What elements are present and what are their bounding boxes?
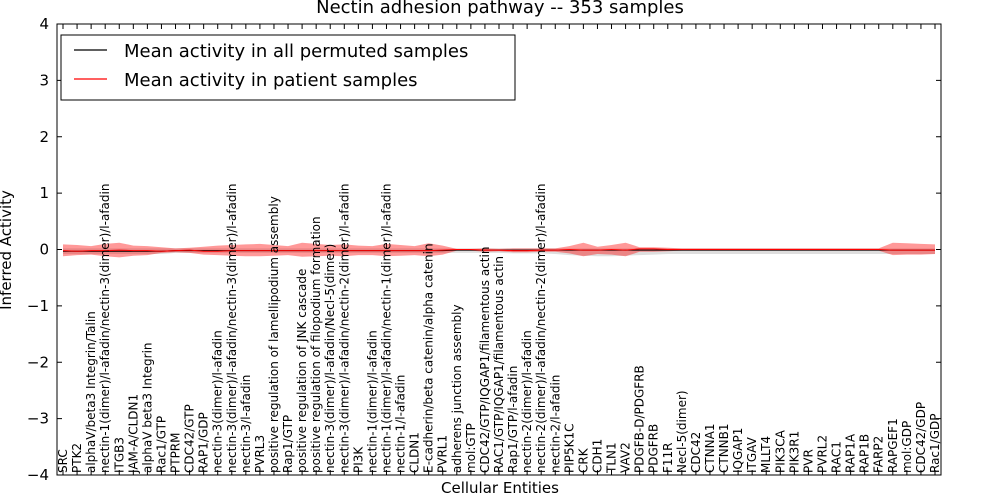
y-tick-label: −3 xyxy=(27,410,49,428)
x-tick-label: VAV2 xyxy=(619,442,633,473)
x-tick-label: PDGFB-D/PDGFRB xyxy=(633,365,647,473)
x-tick-label: ITGB3 xyxy=(112,437,126,473)
x-tick-label: nectin-3(dimer)/l-afadin/nectin-2(dimer)… xyxy=(337,184,351,473)
x-tick-label: CDC42/GTP/IQGAP1/filamentous actin xyxy=(478,247,492,473)
y-tick-label: 3 xyxy=(39,71,49,89)
x-tick-label: RAC1 xyxy=(830,441,844,473)
x-tick-label: ITGAV xyxy=(745,436,759,473)
x-tick-label: RAP1/GDP xyxy=(197,412,211,473)
y-tick-label: −2 xyxy=(27,353,49,371)
x-tick-label: mol:GDP xyxy=(900,421,914,473)
x-tick-label: nectin-3(dimer)/l-afadin xyxy=(211,330,225,473)
x-tick-label: RAPGEF1 xyxy=(886,418,900,473)
x-tick-label: mol:GTP xyxy=(464,423,478,473)
x-tick-label: PVRL2 xyxy=(816,435,830,473)
legend: Mean activity in all permuted samples Me… xyxy=(60,34,516,101)
y-tick-label: 1 xyxy=(39,184,49,202)
x-tick-label: nectin-3/l-afadin xyxy=(239,375,253,473)
x-tick-label: positive regulation of lamellipodium ass… xyxy=(267,196,281,473)
x-tick-label: nectin-2/l-afadin xyxy=(548,375,562,473)
x-tick-label: nectin-3(dimer)/l-afadin/Necl-5(dimer) xyxy=(323,244,337,473)
chart-title: Nectin adhesion pathway -- 353 samples xyxy=(316,0,684,18)
y-tick-label: 0 xyxy=(39,241,49,259)
x-tick-label: nectin-3(dimer)/l-afadin/nectin-3(dimer)… xyxy=(225,184,239,473)
x-tick-label: PVR xyxy=(801,449,815,473)
x-tick-label: PDGFRB xyxy=(647,424,661,473)
x-tick-label: PVRL1 xyxy=(436,435,450,473)
legend-box xyxy=(60,34,516,101)
y-axis-label: Inferred Activity xyxy=(0,190,15,310)
x-tick-label: MLLT4 xyxy=(759,436,773,473)
x-tick-label: nectin-2(dimer)/l-afadin/nectin-2(dimer)… xyxy=(534,184,548,473)
x-tick-label: positive regulation of filopodium format… xyxy=(309,216,323,473)
x-tick-label: Rac1/GDP xyxy=(928,414,942,473)
x-tick-label: alphaV/beta3 Integrin/Talin xyxy=(84,311,98,473)
legend-label-permuted: Mean activity in all permuted samples xyxy=(124,41,468,62)
x-tick-label: positive regulation of JNK cascade xyxy=(295,269,309,473)
x-tick-label: CDC42/GTP xyxy=(183,404,197,473)
x-tick-label: CTNNA1 xyxy=(703,423,717,473)
x-tick-label: FARP2 xyxy=(872,436,886,473)
x-tick-label: nectin-1(dimer)/l-afadin/nectin-1(dimer)… xyxy=(380,184,394,473)
x-tick-label: PIK3CA xyxy=(773,429,787,473)
x-tick-label: CTNNB1 xyxy=(717,423,731,473)
y-axis-ticks: −4 −3 −2 −1 0 1 2 3 4 xyxy=(27,15,941,484)
x-tick-label: CLDN1 xyxy=(408,432,422,473)
x-tick-label: nectin-1/l-afadin xyxy=(394,375,408,473)
x-tick-label: adherens junction assembly xyxy=(450,304,464,473)
line-series-1 xyxy=(62,248,935,252)
x-tick-label: JAM-A/CLDN1 xyxy=(126,394,140,474)
x-tick-label: Rap1/GTP xyxy=(281,415,295,473)
x-tick-label: RAC1/GTP/IQGAP1/filamentous actin xyxy=(492,256,506,473)
x-tick-label: CRK xyxy=(576,447,590,473)
x-tick-label: Rac1/GTP xyxy=(155,416,169,473)
series-lines xyxy=(62,248,935,252)
x-tick-label: nectin-1(dimer)/l-afadin/nectin-3(dimer)… xyxy=(98,184,112,473)
y-tick-label: −4 xyxy=(27,466,49,484)
legend-label-patient: Mean activity in patient samples xyxy=(124,70,418,91)
y-tick-label: 4 xyxy=(39,15,49,33)
x-tick-label: E-cadherin/beta catenin/alpha catenin xyxy=(422,243,436,473)
x-tick-label: nectin-2(dimer)/l-afadin xyxy=(520,330,534,473)
x-tick-label: SRC xyxy=(56,449,70,473)
x-tick-label: alphaV beta3 Integrin xyxy=(140,342,154,473)
x-tick-label: PVRL3 xyxy=(253,435,267,473)
x-tick-label: CDC42/GDP xyxy=(914,402,928,473)
x-tick-label: IQGAP1 xyxy=(731,428,745,473)
x-tick-label: TLN1 xyxy=(605,442,619,474)
x-tick-label: nectin-1(dimer)/l-afadin xyxy=(365,330,379,473)
y-tick-label: −1 xyxy=(27,297,49,315)
x-tick-label: F11R xyxy=(661,442,675,473)
x-tick-label: Rap1/GTP/l-afadin xyxy=(506,366,520,473)
x-tick-label: PTK2 xyxy=(70,443,84,473)
x-tick-label: Necl-5(dimer) xyxy=(675,390,689,473)
x-tick-label: RAP1A xyxy=(844,433,858,473)
x-tick-label: PI3K xyxy=(351,446,365,473)
x-tick-label: PIK3R1 xyxy=(787,431,801,473)
x-tick-label: CDC42 xyxy=(689,432,703,473)
x-tick-label: CDH1 xyxy=(591,439,605,473)
x-axis-label: Cellular Entities xyxy=(441,479,559,497)
y-tick-label: 2 xyxy=(39,128,49,146)
x-tick-label: RAP1B xyxy=(858,434,872,473)
x-tick-label: PIP5K1C xyxy=(562,423,576,473)
x-tick-label: PTPRM xyxy=(169,433,183,474)
